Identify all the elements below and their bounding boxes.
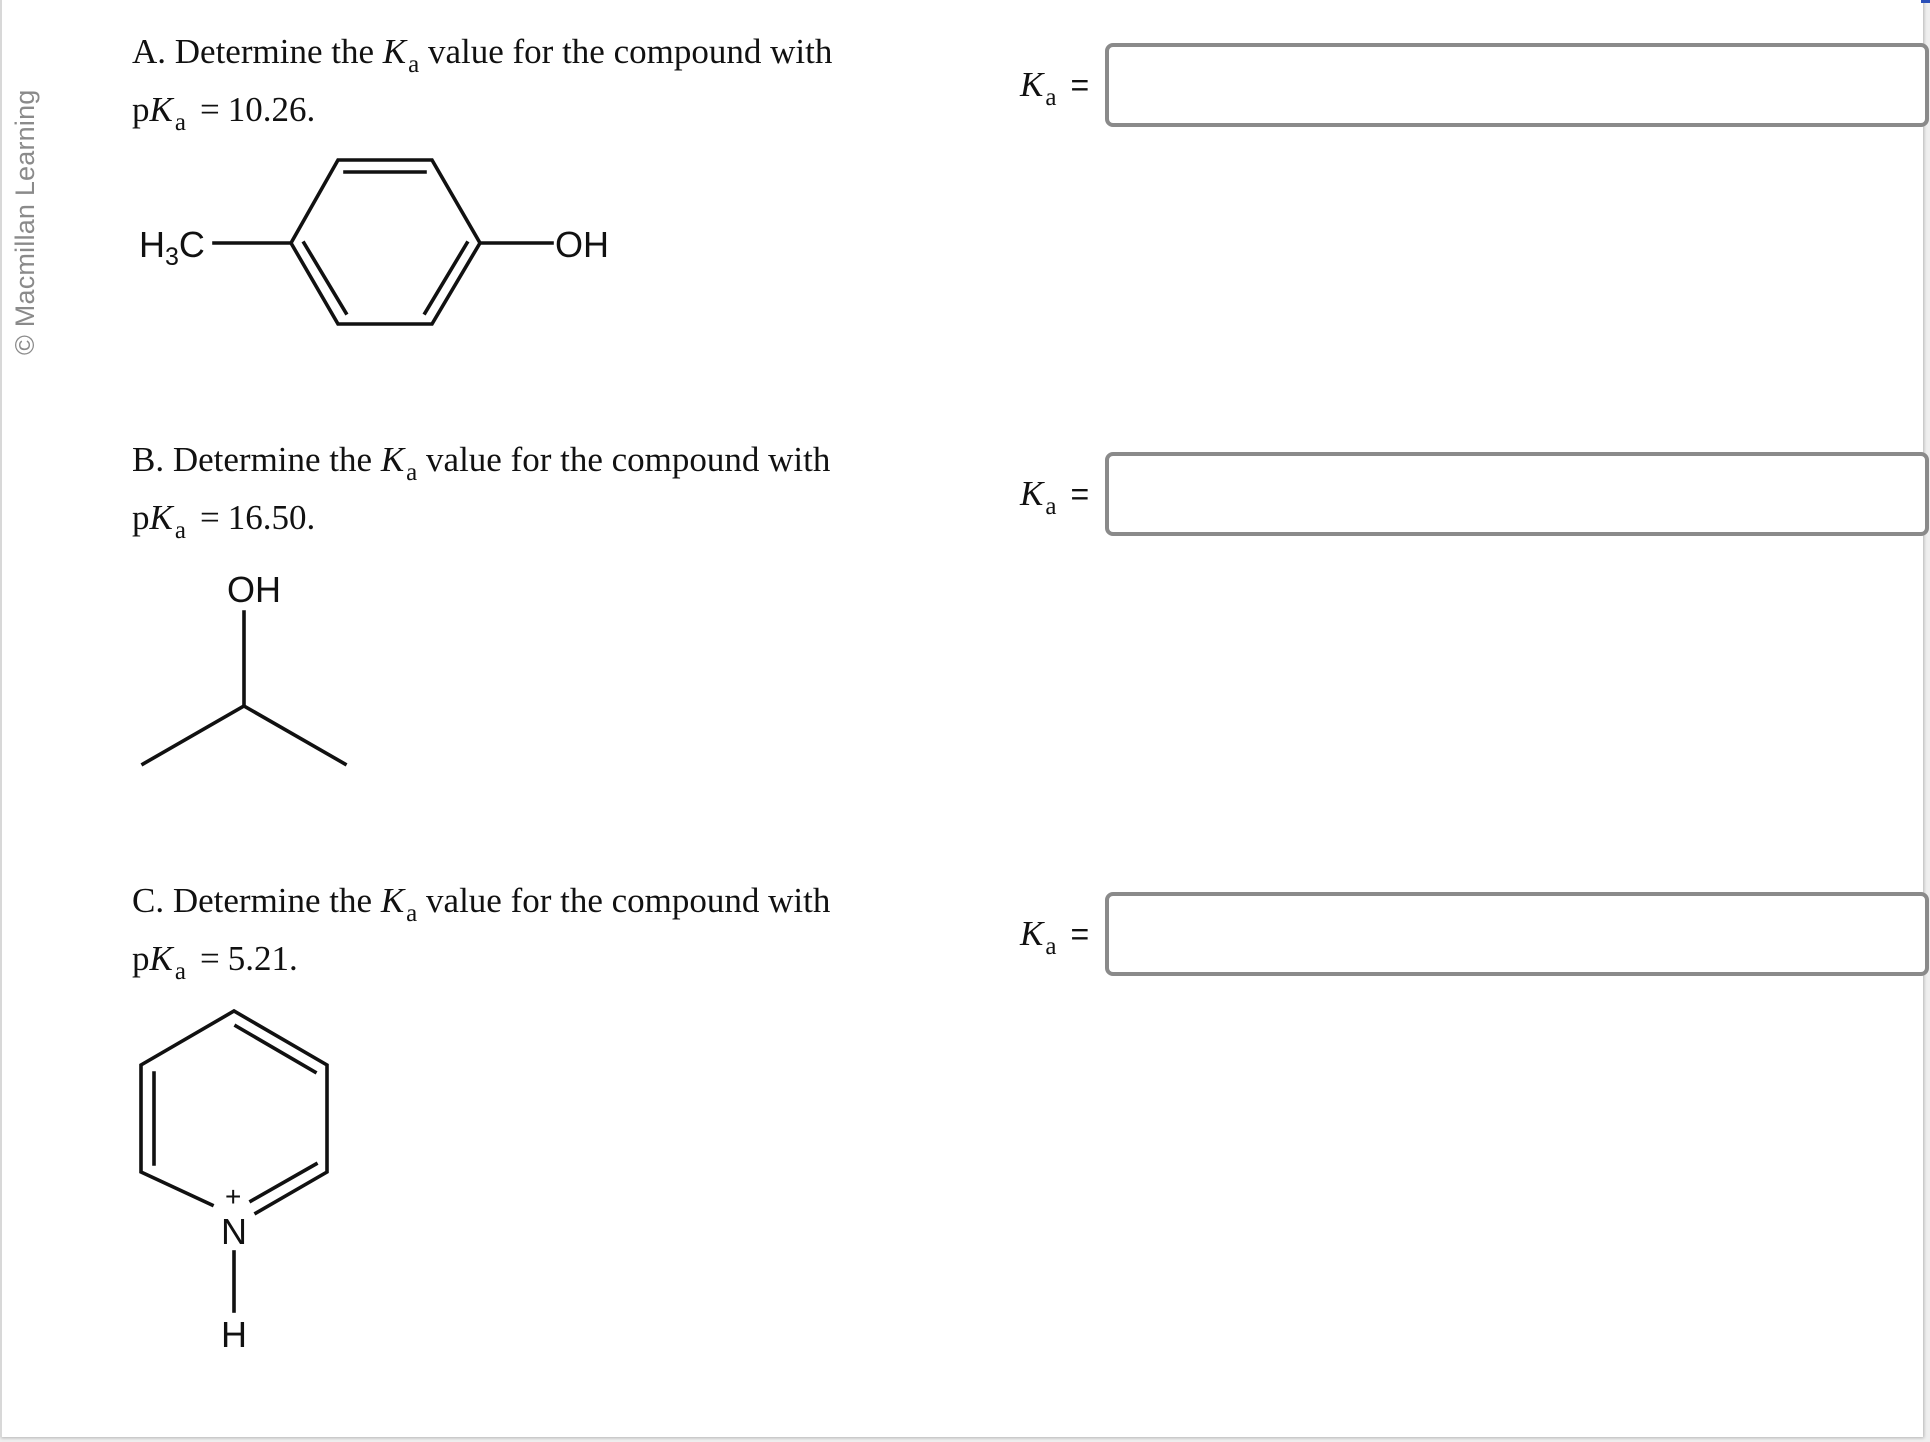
question-a-line1: A. Determine the Ka value for the compou… <box>132 25 832 83</box>
question-c-line1: C. Determine the Ka value for the compou… <box>132 874 830 932</box>
hydrogen-label: H <box>221 1314 247 1355</box>
hydroxyl-label: OH <box>555 224 609 265</box>
structure-pyridinium: N + H <box>139 1008 329 1355</box>
question-a-prompt: A. Determine the Ka value for the compou… <box>132 25 832 141</box>
pka-symbol: K <box>149 498 173 537</box>
pka-prefix: p <box>132 90 150 129</box>
prompt-suffix: value for the compound with <box>417 440 831 479</box>
pka-value: 10.26. <box>227 90 316 129</box>
pka-prefix: p <box>132 939 150 978</box>
question-b-line1: B. Determine the Ka value for the compou… <box>132 433 830 491</box>
question-a-pka: pKa =10.26. <box>132 83 832 141</box>
answer-b-label: Ka = <box>1020 474 1090 520</box>
ka-subscript: a <box>1045 933 1057 960</box>
pka-equals: = <box>199 498 220 537</box>
ka-input-c[interactable] <box>1105 892 1929 976</box>
methyl-label: H3C <box>139 224 205 271</box>
ka-input-b[interactable] <box>1105 452 1929 536</box>
ka-symbol: K <box>380 881 405 920</box>
prompt-suffix: value for the compound with <box>417 881 831 920</box>
ka-input-a[interactable] <box>1105 43 1929 127</box>
structure-isopropanol: OH <box>140 569 348 767</box>
prompt-prefix: A. Determine the <box>132 32 383 71</box>
ka-symbol: K <box>1020 914 1044 953</box>
ka-subscript: a <box>406 900 418 927</box>
hydroxyl-label: OH <box>227 569 281 610</box>
ka-symbol: K <box>1020 65 1044 104</box>
ka-symbol: K <box>1020 474 1044 513</box>
prompt-suffix: value for the compound with <box>419 32 833 71</box>
pka-prefix: p <box>132 498 150 537</box>
pka-equals: = <box>199 939 220 978</box>
question-c-pka: pKa =5.21. <box>132 932 830 990</box>
pka-symbol: K <box>149 939 173 978</box>
prompt-prefix: C. Determine the <box>132 881 381 920</box>
pka-value: 5.21. <box>227 939 298 978</box>
equals-sign: = <box>1070 67 1090 103</box>
window-edge-accent <box>1921 0 1930 3</box>
question-c-prompt: C. Determine the Ka value for the compou… <box>132 874 830 990</box>
pka-symbol: K <box>149 90 173 129</box>
equals-sign: = <box>1070 916 1090 952</box>
prompt-prefix: B. Determine the <box>132 440 381 479</box>
positive-charge-label: + <box>225 1181 241 1212</box>
pka-equals: = <box>199 90 220 129</box>
ka-subscript: a <box>408 51 420 78</box>
pka-subscript: a <box>174 517 186 544</box>
nitrogen-label: N <box>221 1211 247 1252</box>
ka-symbol: K <box>380 440 405 479</box>
pka-value: 16.50. <box>227 498 316 537</box>
structure-p-cresol: H3C OH <box>139 158 609 326</box>
ka-subscript: a <box>1045 84 1057 111</box>
question-b-pka: pKa =16.50. <box>132 491 830 549</box>
ka-symbol: K <box>382 32 407 71</box>
ka-subscript: a <box>406 459 418 486</box>
ka-subscript: a <box>1045 493 1057 520</box>
pka-subscript: a <box>174 109 186 136</box>
pka-subscript: a <box>174 958 186 985</box>
question-b-prompt: B. Determine the Ka value for the compou… <box>132 433 830 549</box>
answer-a-label: Ka = <box>1020 65 1090 111</box>
equals-sign: = <box>1070 476 1090 512</box>
answer-c-label: Ka = <box>1020 914 1090 960</box>
